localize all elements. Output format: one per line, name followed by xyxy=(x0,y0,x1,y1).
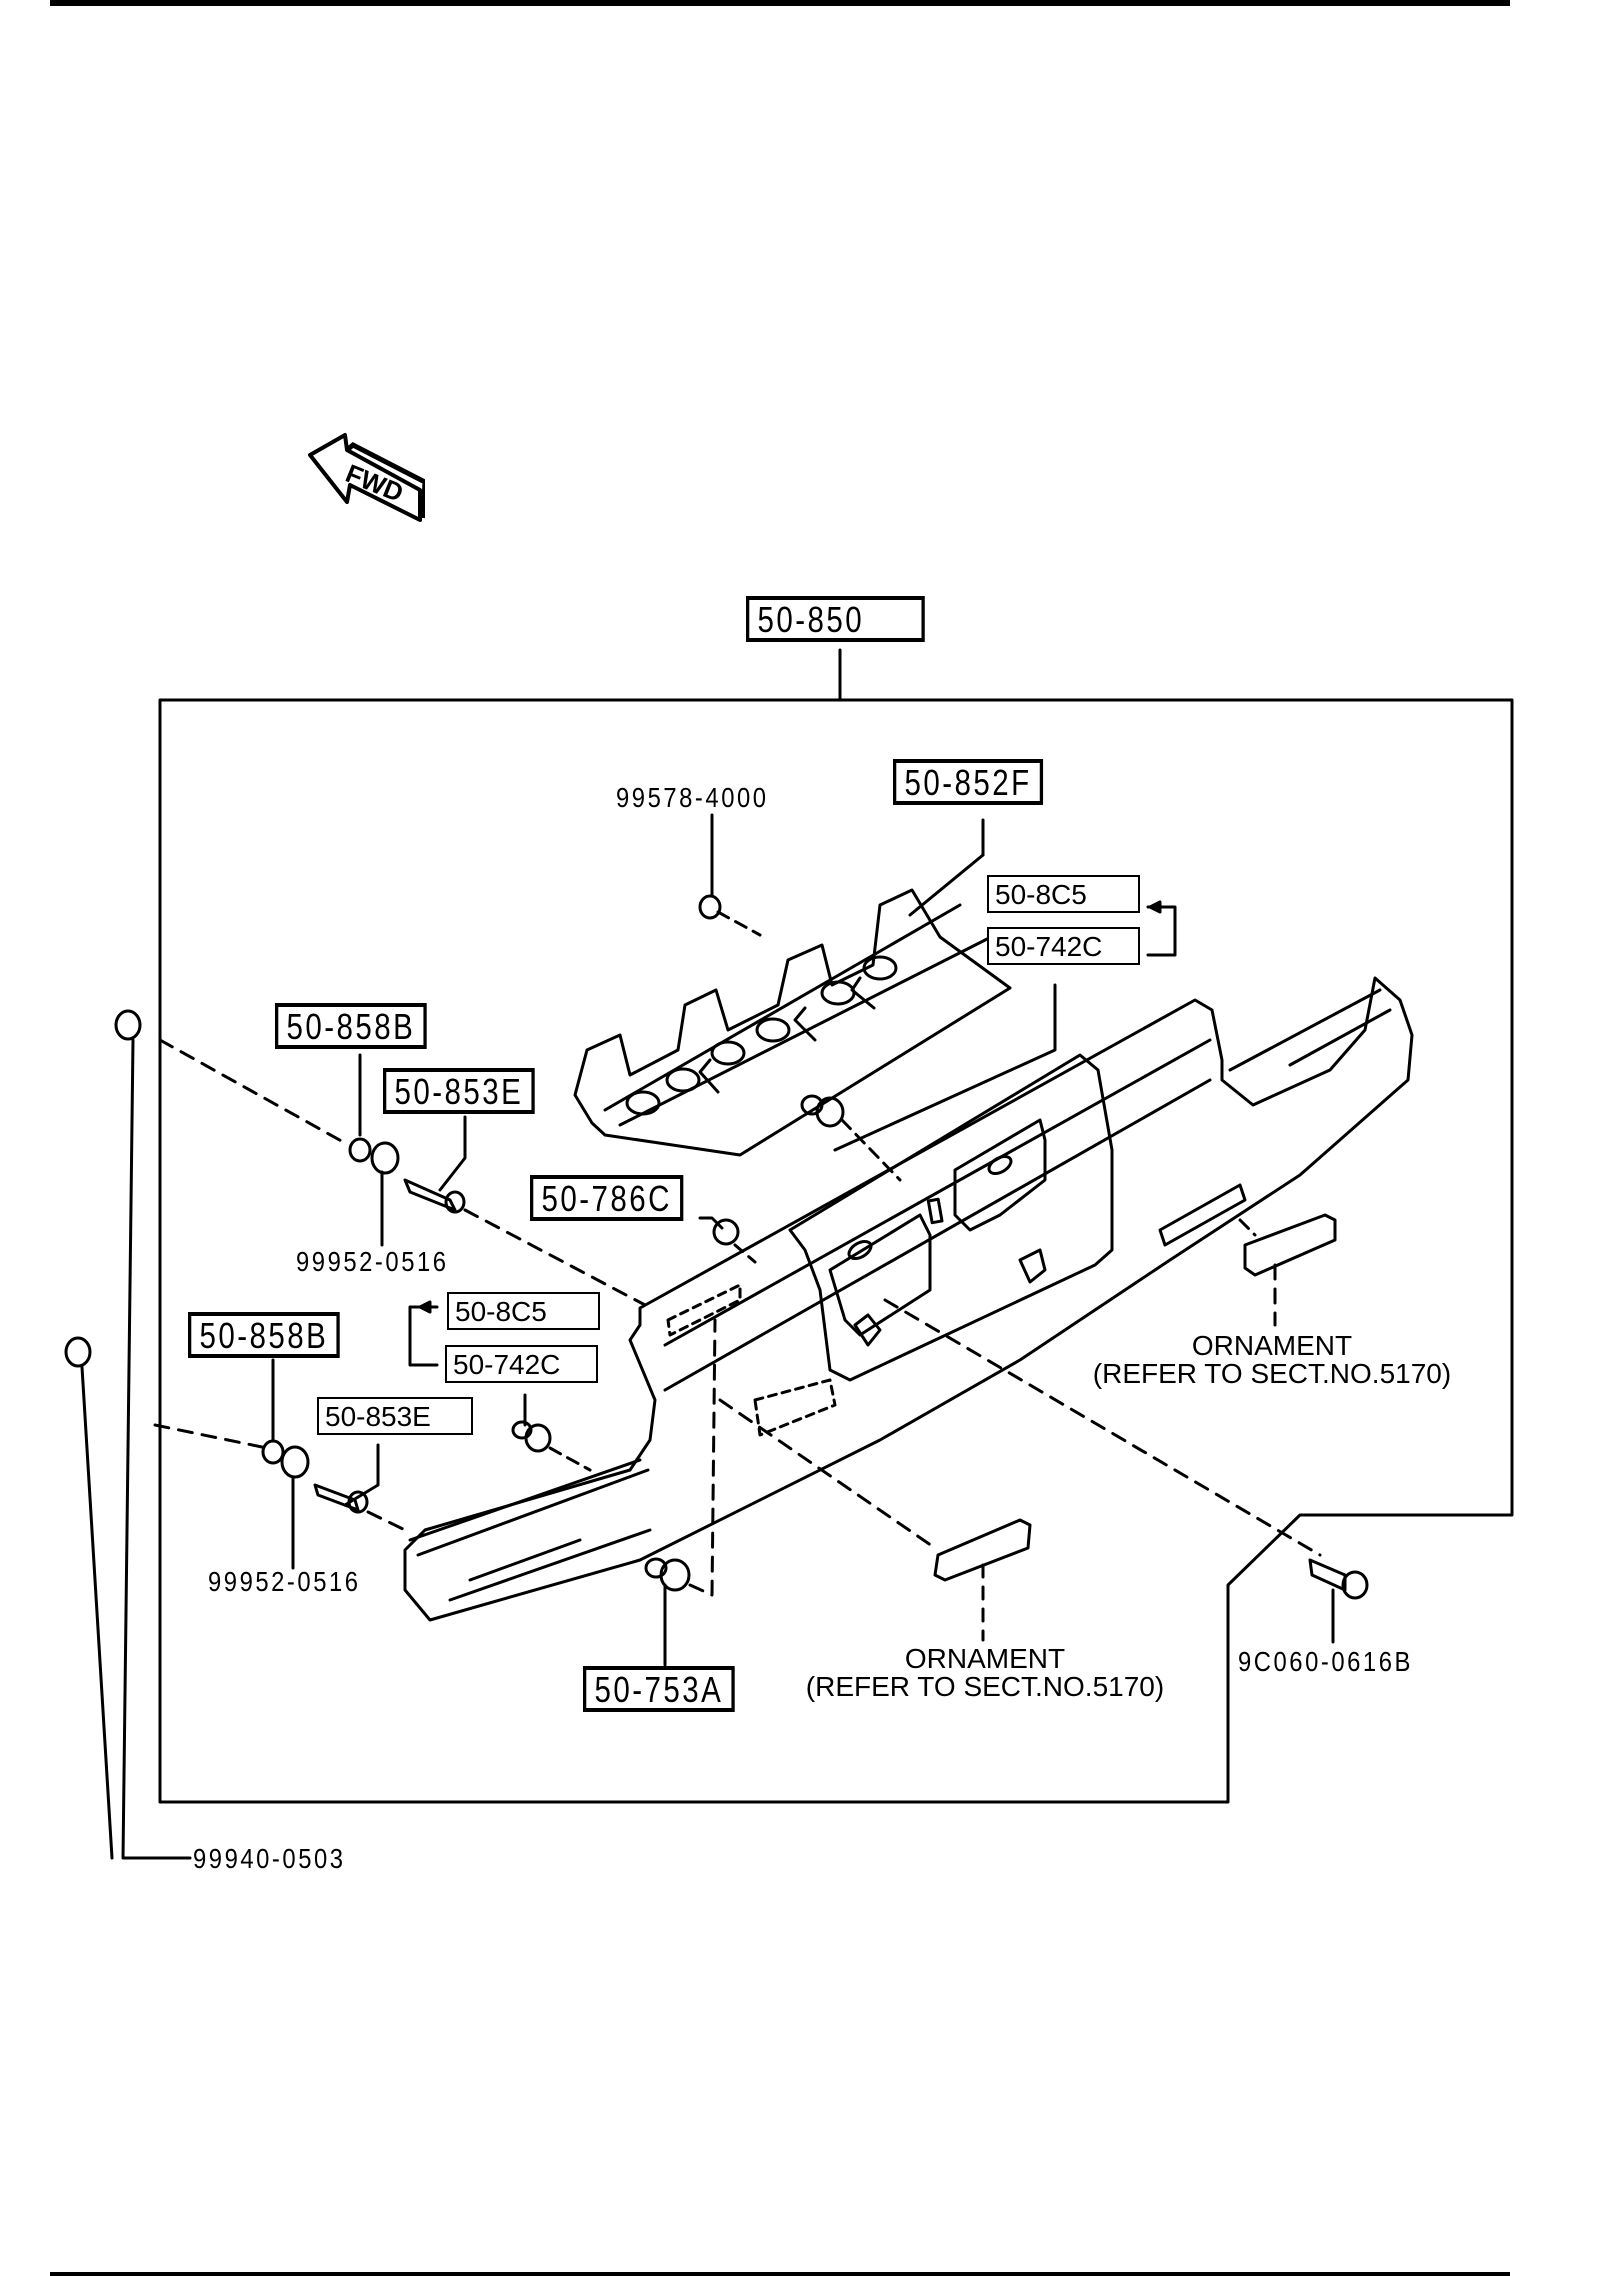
callout-99952-0516-upper[interactable]: 99952-0516 xyxy=(296,1246,449,1277)
plain-washer-upper xyxy=(370,1141,400,1175)
callout-50-8C5-upper[interactable]: 50-8C5 xyxy=(987,875,1140,913)
callout-99578-4000[interactable]: 99578-4000 xyxy=(616,782,769,813)
callout-50-858B-lower[interactable]: 50-858B xyxy=(188,1312,340,1358)
bolt-lower-leader xyxy=(343,1443,380,1507)
callout-50-858B-upper[interactable]: 50-858B xyxy=(275,1003,427,1049)
ornament-right-title: ORNAMENT xyxy=(1191,1330,1353,1361)
washer-lower xyxy=(261,1439,285,1465)
callout-50-852F[interactable]: 50-852F xyxy=(893,759,1044,805)
plain-washer-lower xyxy=(280,1445,310,1479)
bracket-nut xyxy=(698,894,722,920)
screw-right xyxy=(1308,1558,1347,1592)
callout-50-786C[interactable]: 50-786C xyxy=(530,1175,684,1221)
callout-99940-0503[interactable]: 99940-0503 xyxy=(193,1843,346,1874)
assembly-frame xyxy=(158,698,1514,1804)
top-border-rule xyxy=(50,0,1510,6)
callout-50-853E-lower[interactable]: 50-853E xyxy=(317,1397,473,1435)
callout-50-742C-upper[interactable]: 50-742C xyxy=(987,927,1140,965)
bolt-lower xyxy=(313,1483,360,1512)
reinforcement-bracket xyxy=(573,888,1012,1157)
ornament-bottom-reference: (REFER TO SECT.NO.5170) xyxy=(805,1671,1165,1702)
bottom-border-rule xyxy=(50,2272,1510,2276)
callout-50-8C5-lower[interactable]: 50-8C5 xyxy=(447,1292,600,1330)
callout-50-753A[interactable]: 50-753A xyxy=(583,1666,735,1712)
ornament-bottom-note: ORNAMENT (REFER TO SECT.NO.5170) xyxy=(775,1645,1195,1701)
ornament-bottom xyxy=(933,1518,1032,1582)
ornament-right-reference: (REFER TO SECT.NO.5170) xyxy=(1092,1358,1452,1389)
bolt-upper xyxy=(403,1178,457,1212)
washer-upper xyxy=(348,1137,372,1163)
callout-50-742C-lower[interactable]: 50-742C xyxy=(445,1345,598,1383)
bolt-upper-leader xyxy=(438,1115,467,1192)
nut-left-leader xyxy=(121,1038,192,1860)
grommet-leader xyxy=(698,1216,724,1230)
callout-9C060-0616B[interactable]: 9C060-0616B xyxy=(1238,1646,1413,1677)
fwd-arrow-icon xyxy=(308,433,425,522)
nut-lower-left xyxy=(64,1336,92,1368)
ornament-right xyxy=(1243,1213,1337,1277)
rear-end-garnish-panel xyxy=(403,976,1414,1622)
grommet xyxy=(712,1218,740,1246)
ornament-right-note: ORNAMENT (REFER TO SECT.NO.5170) xyxy=(1062,1332,1482,1388)
callout-99952-0516-lower[interactable]: 99952-0516 xyxy=(208,1566,361,1597)
ornament-bottom-title: ORNAMENT xyxy=(904,1643,1066,1674)
nut-upper-left xyxy=(114,1009,142,1041)
callout-50-850[interactable]: 50-850 xyxy=(746,596,925,642)
clip-upper-leader xyxy=(833,983,1057,1152)
callout-50-853E-upper[interactable]: 50-853E xyxy=(383,1068,535,1114)
